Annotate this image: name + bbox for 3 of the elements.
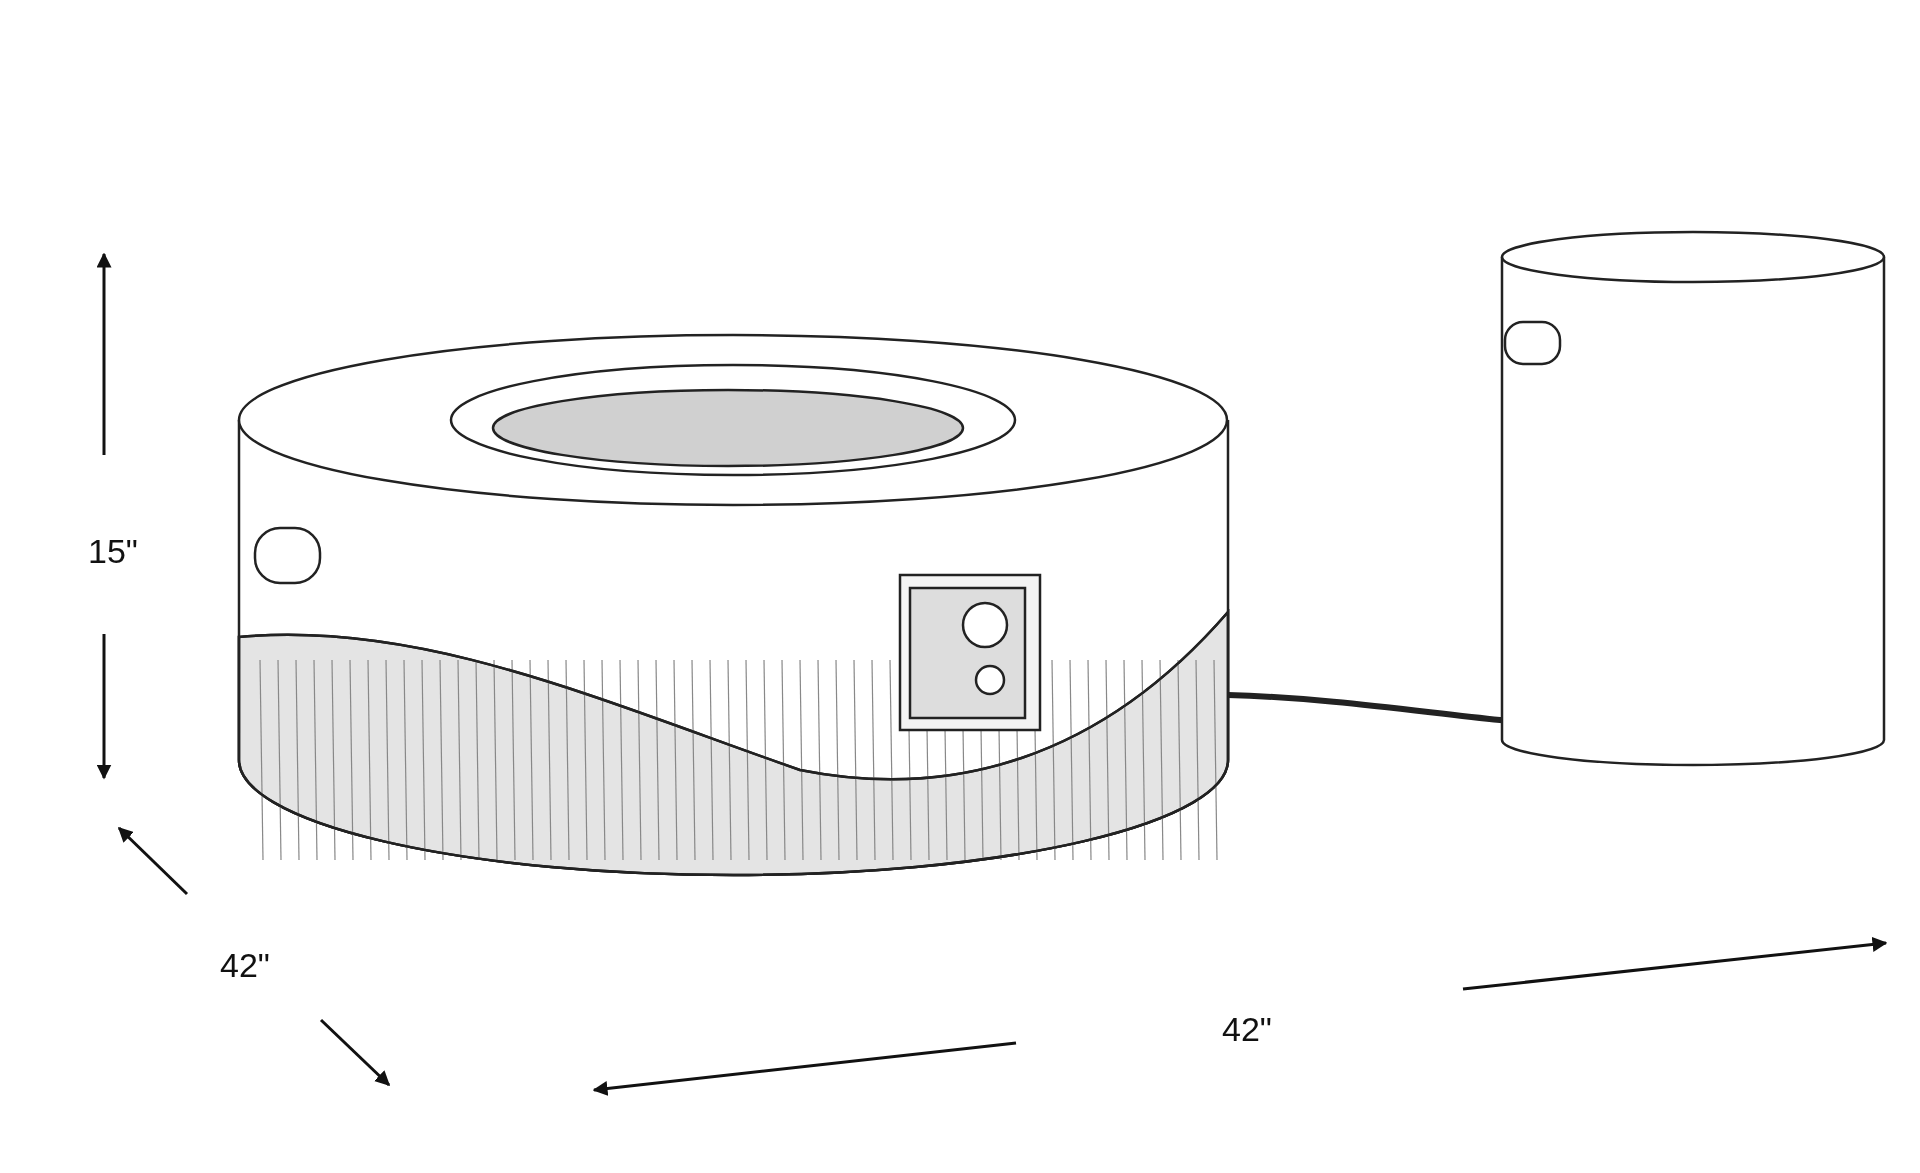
dimension-label: 42" <box>220 945 270 985</box>
dimension-label: 42" <box>1222 1009 1272 1049</box>
dimension-label: 15" <box>88 531 138 571</box>
